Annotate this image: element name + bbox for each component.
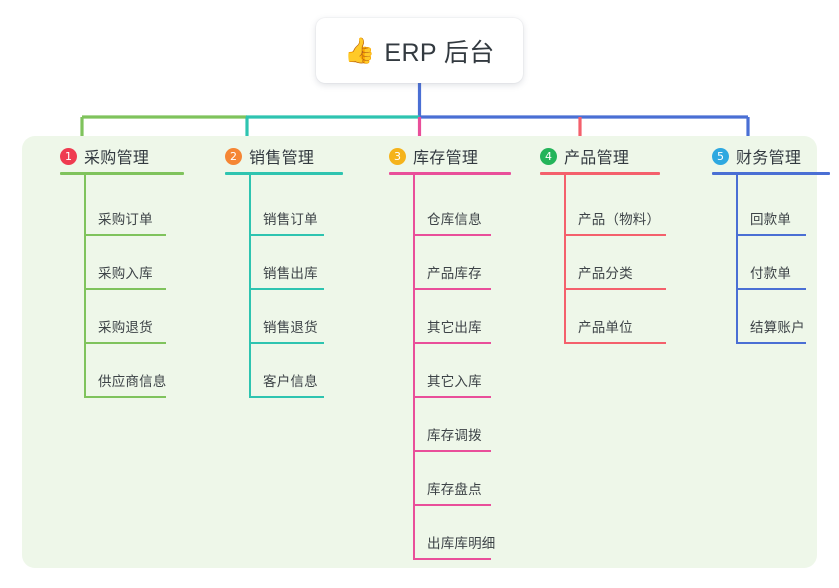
menu-item[interactable]: 其它入库 — [413, 344, 511, 398]
menu-item-rule — [249, 396, 324, 398]
menu-item-label: 销售出库 — [263, 266, 318, 281]
menu-item-label: 其它出库 — [427, 320, 482, 335]
menu-item[interactable]: 采购入库 — [84, 236, 186, 290]
column-header-2[interactable]: 2 销售管理 — [225, 144, 314, 168]
menu-item[interactable]: 采购退货 — [84, 290, 186, 344]
column-1: 1 采购管理采购订单采购入库采购退货供应商信息 — [46, 136, 200, 408]
menu-item-rule — [736, 234, 806, 236]
column-title-1: 采购管理 — [84, 150, 150, 167]
menu-item-rule — [736, 288, 806, 290]
column-header-4[interactable]: 4 产品管理 — [540, 144, 629, 168]
column-header-5[interactable]: 5 财务管理 — [712, 144, 801, 168]
menu-item-label: 产品库存 — [427, 266, 482, 281]
menu-item-rule — [249, 342, 324, 344]
menu-item-label: 出库库明细 — [427, 536, 496, 551]
menu-item-rule — [413, 234, 491, 236]
menu-item-label: 采购退货 — [98, 320, 153, 335]
menu-item-rule — [413, 342, 491, 344]
column-badge-2: 2 — [225, 147, 242, 165]
column-rule-4 — [540, 172, 660, 175]
menu-item[interactable]: 付款单 — [736, 236, 826, 290]
menu-item[interactable]: 销售出库 — [249, 236, 344, 290]
menu-item-rule — [564, 288, 666, 290]
diagram-panel — [22, 136, 817, 568]
column-badge-4: 4 — [540, 147, 557, 165]
column-spine-3 — [413, 174, 415, 560]
column-badge-5: 5 — [712, 147, 729, 165]
menu-item-rule — [84, 288, 166, 290]
column-rule-3 — [389, 172, 511, 175]
column-title-2: 销售管理 — [249, 150, 315, 167]
menu-item-rule — [564, 342, 666, 344]
menu-item-rule — [84, 342, 166, 344]
column-3: 3 库存管理仓库信息产品库存其它出库其它入库库存调拨库存盘点出库库明细 — [375, 136, 527, 570]
menu-item-rule — [413, 450, 491, 452]
menu-item[interactable]: 仓库信息 — [413, 182, 511, 236]
menu-item-rule — [413, 288, 491, 290]
menu-item[interactable]: 结算账户 — [736, 290, 826, 344]
column-list: 1 采购管理采购订单采购入库采购退货供应商信息 2 销售管理销售订单销售出库销售退货客… — [22, 136, 830, 570]
menu-item-label: 销售退货 — [263, 320, 318, 335]
column-spine-2 — [249, 174, 251, 398]
menu-item[interactable]: 库存盘点 — [413, 452, 511, 506]
menu-item-label: 库存调拨 — [427, 428, 482, 443]
menu-item-label: 产品分类 — [578, 266, 633, 281]
thumbs-up-icon: 👍 — [344, 37, 376, 65]
column-spine-4 — [564, 174, 566, 344]
menu-item[interactable]: 产品库存 — [413, 236, 511, 290]
column-5: 5 财务管理回款单付款单结算账户 — [698, 136, 839, 354]
menu-item[interactable]: 出库库明细 — [413, 506, 511, 560]
menu-item-label: 销售订单 — [263, 212, 318, 227]
menu-item-label: 回款单 — [750, 212, 792, 227]
column-badge-1: 1 — [60, 147, 77, 165]
column-header-3[interactable]: 3 库存管理 — [389, 144, 478, 168]
column-rule-5 — [712, 172, 830, 175]
menu-item[interactable]: 采购订单 — [84, 182, 186, 236]
menu-item[interactable]: 产品单位 — [564, 290, 686, 344]
menu-item-rule — [413, 504, 491, 506]
menu-item-label: 供应商信息 — [98, 374, 167, 389]
menu-item-label: 产品（物料） — [578, 212, 661, 227]
column-title-3: 库存管理 — [413, 150, 479, 167]
column-rule-1 — [60, 172, 184, 175]
menu-item[interactable]: 供应商信息 — [84, 344, 186, 398]
column-header-1[interactable]: 1 采购管理 — [60, 144, 149, 168]
menu-item[interactable]: 销售订单 — [249, 182, 344, 236]
menu-item-rule — [564, 234, 666, 236]
menu-item-label: 其它入库 — [427, 374, 482, 389]
column-badge-3: 3 — [389, 147, 406, 165]
column-2: 2 销售管理销售订单销售出库销售退货客户信息 — [211, 136, 359, 408]
menu-item-label: 库存盘点 — [427, 482, 482, 497]
menu-item-rule — [413, 396, 491, 398]
root-node-card[interactable]: 👍 ERP 后台 — [316, 18, 523, 83]
menu-item-label: 付款单 — [750, 266, 792, 281]
column-title-5: 财务管理 — [736, 150, 802, 167]
menu-item-rule — [736, 342, 806, 344]
menu-item-label: 采购订单 — [98, 212, 153, 227]
menu-item-rule — [249, 234, 324, 236]
menu-item[interactable]: 回款单 — [736, 182, 826, 236]
menu-item[interactable]: 产品（物料） — [564, 182, 686, 236]
column-title-4: 产品管理 — [564, 150, 630, 167]
menu-item-rule — [413, 558, 491, 560]
menu-item-rule — [84, 396, 166, 398]
root-node-title: ERP 后台 — [384, 38, 495, 67]
column-spine-1 — [84, 174, 86, 398]
menu-item-label: 产品单位 — [578, 320, 633, 335]
menu-item-label: 结算账户 — [750, 320, 805, 335]
menu-item[interactable]: 库存调拨 — [413, 398, 511, 452]
menu-item-label: 仓库信息 — [427, 212, 482, 227]
column-4: 4 产品管理产品（物料） 产品分类产品单位 — [526, 136, 676, 354]
menu-item-label: 采购入库 — [98, 266, 153, 281]
menu-item[interactable]: 产品分类 — [564, 236, 686, 290]
menu-item[interactable]: 销售退货 — [249, 290, 344, 344]
menu-item-rule — [249, 288, 324, 290]
menu-item[interactable]: 其它出库 — [413, 290, 511, 344]
column-rule-2 — [225, 172, 343, 175]
menu-item-rule — [84, 234, 166, 236]
column-spine-5 — [736, 174, 738, 344]
menu-item[interactable]: 客户信息 — [249, 344, 344, 398]
menu-item-label: 客户信息 — [263, 374, 318, 389]
